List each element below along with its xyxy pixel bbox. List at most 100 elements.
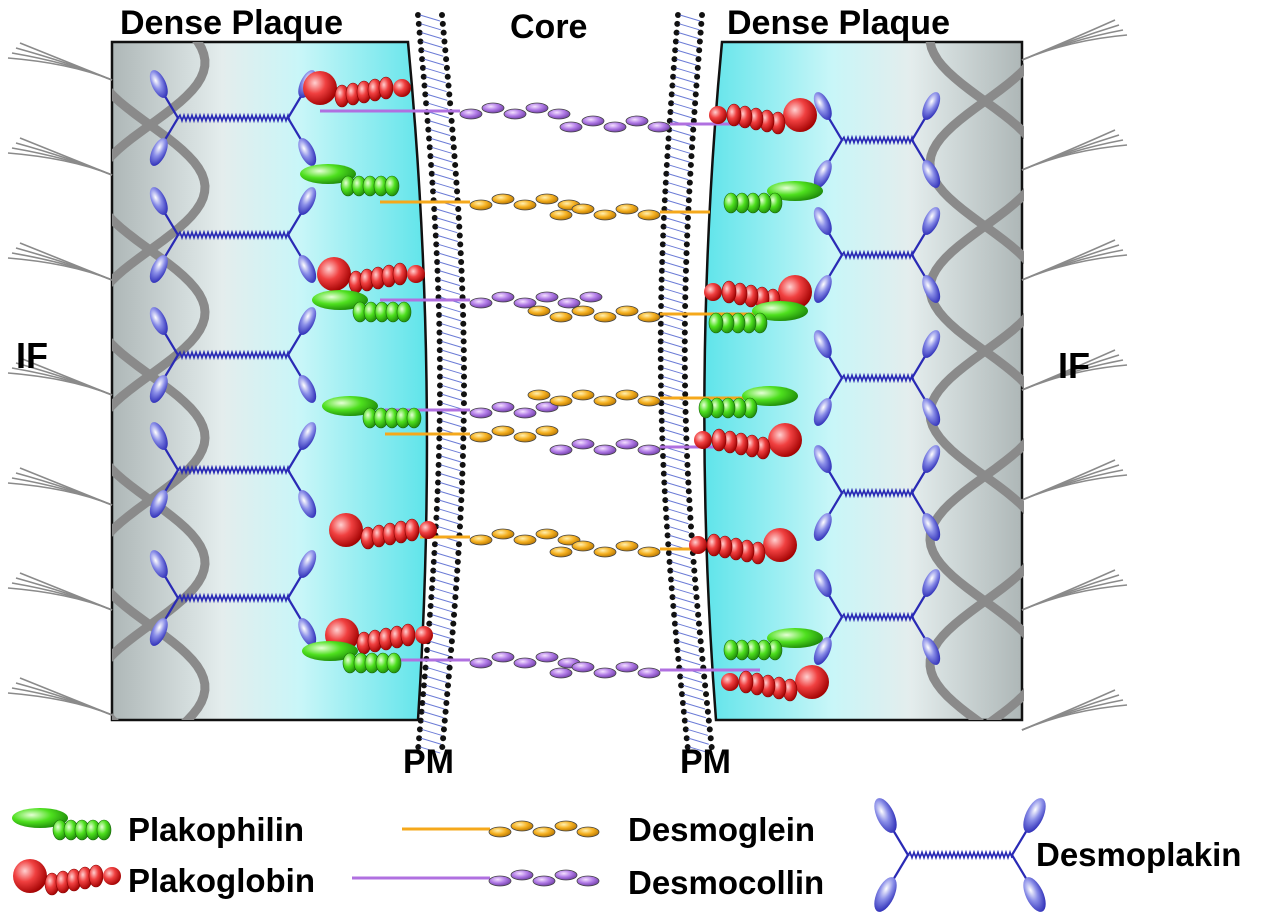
membrane-lipid	[672, 570, 693, 578]
cadherin-domain	[625, 115, 649, 127]
membrane-bead	[418, 47, 425, 54]
membrane-lipid	[683, 693, 705, 701]
membrane-lipid	[666, 481, 687, 489]
membrane-bead	[663, 170, 670, 177]
membrane-lipid	[426, 676, 447, 683]
membrane-lipid	[678, 640, 699, 648]
desmoplakin-rod	[177, 229, 291, 241]
membrane-lipid	[424, 67, 446, 75]
plakophilin-head	[302, 641, 358, 661]
desmoplakin-arm	[287, 575, 303, 599]
plakophilin-head	[767, 628, 823, 648]
membrane-bead	[449, 629, 456, 636]
membrane-bead	[677, 673, 684, 680]
membrane-bead	[460, 364, 467, 371]
desmoplakin-head	[298, 187, 317, 215]
membrane-bead	[415, 20, 422, 27]
desmosomal-cadherins	[320, 102, 780, 679]
cadherin-domain	[535, 425, 559, 437]
membrane-bead	[421, 82, 428, 89]
membrane-bead	[460, 435, 467, 442]
cadherin-domain	[593, 667, 617, 679]
membrane-lipid	[663, 270, 685, 278]
membrane-lipid	[676, 58, 697, 66]
legend-plakoglobin-label: Plakoglobin	[128, 862, 316, 899]
membrane-bead	[460, 400, 467, 407]
membrane-bead	[659, 435, 666, 442]
desmoplakin-head	[149, 490, 168, 518]
membrane-bead	[658, 276, 665, 283]
desmoglein-right	[549, 203, 710, 221]
cadherin-domain	[615, 438, 639, 450]
desmoplakin	[813, 92, 941, 188]
membrane-bead	[691, 109, 698, 116]
desmoplakin-rod	[841, 249, 915, 261]
membrane-bead	[696, 38, 703, 45]
membrane-lipid	[440, 455, 462, 463]
membrane-bead	[452, 170, 459, 177]
desmoplakin	[149, 307, 317, 403]
membrane-bead	[689, 144, 696, 151]
membrane-bead	[442, 708, 449, 715]
membrane-bead	[435, 470, 442, 477]
desmoplakin-arm	[827, 254, 843, 278]
plasma-membranes	[415, 12, 715, 754]
membrane-lipid	[432, 155, 453, 163]
membrane-lipid	[676, 623, 698, 631]
membrane-lipid	[427, 93, 448, 101]
membrane-bead	[447, 100, 454, 107]
membrane-lipid	[671, 561, 692, 569]
membrane-bead	[663, 514, 670, 521]
membrane-bead	[460, 382, 467, 389]
membrane-bead	[697, 29, 704, 36]
membrane-bead	[460, 355, 467, 362]
desmoglein-right	[527, 305, 760, 323]
membrane-bead	[433, 514, 440, 521]
cadherin-domain	[593, 395, 617, 407]
cadherin-domain	[571, 540, 595, 552]
cadherin-domain	[527, 305, 551, 317]
membrane-bead	[444, 691, 451, 698]
membrane-lipid	[422, 720, 443, 728]
cadherin-domain	[549, 209, 573, 221]
plakophilin-repeat	[386, 652, 402, 674]
plakoglobin-repeat	[738, 670, 754, 694]
membrane-lipid	[441, 402, 463, 410]
membrane-lipid	[670, 552, 692, 560]
plakoglobin-tail	[694, 431, 712, 449]
filament-strand	[1021, 364, 1128, 391]
legend-desmoplakin-label: Desmoplakin	[1036, 836, 1242, 873]
membrane-bead	[455, 206, 462, 213]
membrane-bead	[707, 735, 714, 742]
membrane-bead	[682, 400, 689, 407]
membrane-bead	[686, 497, 693, 504]
plakoglobin-tail	[704, 283, 722, 301]
membrane-bead	[680, 708, 687, 715]
membrane-lipid	[672, 102, 694, 110]
desmoplakin-head	[1023, 798, 1046, 833]
legend-plakoglobin-icon	[13, 859, 121, 896]
desmoplakin-arm	[911, 139, 927, 163]
desmoplakin-arm	[827, 355, 843, 379]
membrane-bead	[679, 691, 686, 698]
cadherin-domain	[535, 528, 559, 540]
cadherin-domain	[513, 431, 537, 443]
cadherin-domain	[615, 305, 639, 317]
membrane-bead	[660, 232, 667, 239]
cadherin-domain	[549, 395, 573, 407]
membrane-bead	[667, 109, 674, 116]
desmoplakin-arm	[1011, 854, 1030, 884]
cadherin-domain	[593, 209, 617, 221]
cadherin-domain	[535, 193, 559, 205]
cadherin-domain	[571, 203, 595, 215]
intermediate-filament	[112, 42, 210, 720]
membrane-bead	[690, 117, 697, 124]
membrane-bead	[456, 223, 463, 230]
membrane-bead	[663, 161, 670, 168]
membrane-bead	[683, 241, 690, 248]
membrane-bead	[706, 726, 713, 733]
membrane-lipid	[672, 579, 694, 586]
desmoplakin-arm	[911, 616, 927, 640]
membrane-bead	[657, 347, 664, 354]
